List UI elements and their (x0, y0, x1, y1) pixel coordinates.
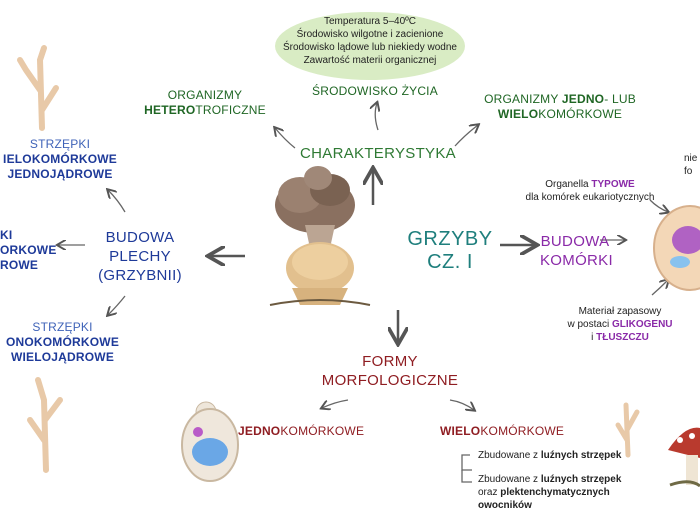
top-line3: JEDNOJĄDROWE (7, 167, 113, 181)
cell-title-line2: KOMÓRKI (540, 252, 613, 269)
forms-title: FORMY MORFOLOGICZNE (320, 352, 460, 390)
mixed-bold1: luźnych strzępek (540, 474, 622, 485)
uni-line2-rest: KOMÓRKOWE (538, 107, 623, 121)
organelle-b: dla komórek eukariotycznych (525, 192, 655, 203)
uni-form-rest: KOMÓRKOWE (280, 424, 365, 438)
bubble-line-2: Środowisko wilgotne i zacienione (296, 29, 444, 40)
storage-line3: i TŁUSZCZU (565, 331, 675, 344)
cut-top1: nie (684, 153, 698, 164)
multicellular-form: WIELOKOMÓRKOWE (440, 424, 570, 438)
loose-hyphae-text: Zbudowane z luźnych strzępek (478, 449, 648, 462)
environment-bubble-text: Temperatura 5–40ºC Środowisko wilgotne i… (280, 15, 460, 67)
puffball-illustration (269, 166, 371, 306)
structure-line2: PLECHY (109, 248, 171, 265)
top-line2: IELOKOMÓRKOWE (3, 152, 117, 166)
hyphae-cut-label: KI ORKOWE ROWE (0, 228, 60, 273)
uni-line1: ORGANIZMY JEDNO- LUB (470, 92, 650, 107)
storage-bold1: GLIKOGENU (611, 319, 673, 330)
storage-bold2: TŁUSZCZU (596, 332, 649, 343)
structure-line3: (GRZYBNII) (98, 267, 182, 284)
toadstool-illustration (668, 427, 700, 488)
hyphae-top-illustration (17, 45, 59, 131)
characteristics-title: CHARAKTERYSTYKA (300, 145, 456, 162)
bottom-line1: STRZĘPKI (32, 320, 93, 334)
storage-line2-a: w postaci (567, 319, 612, 330)
top-line1: STRZĘPKI (29, 137, 91, 151)
uni-line2: WIELOKOMÓRKOWE (470, 107, 650, 122)
mixed-line1: Zbudowane z luźnych strzępek (478, 473, 663, 486)
main-arrows (210, 170, 535, 342)
loose-bold: luźnych strzępek (540, 450, 622, 461)
storage-line1: Materiał zapasowy (578, 306, 662, 317)
cut-cell-label: nie fo (684, 152, 700, 178)
cut-top2: fo (684, 166, 693, 177)
uni-line1-bold: JEDNO (561, 92, 605, 106)
organelles-line1: Organella TYPOWE (515, 178, 665, 191)
uni-line1-a: ORGANIZMY (484, 92, 562, 106)
main-title-line1: GRZYBY (407, 228, 493, 250)
cell-illustration (653, 205, 700, 291)
mixed-a: Zbudowane z (478, 474, 541, 485)
main-title: GRZYBY CZ. I (400, 228, 500, 274)
heterotrophic-label: ORGANIZMY HETEROTROFICZNE (140, 88, 270, 118)
bubble-line-3: Środowisko lądowe lub niekiedy wodne (283, 42, 457, 53)
mixed-b: oraz (478, 487, 501, 498)
mid-line1: KI (0, 228, 13, 242)
cell-title: BUDOWA KOMÓRKI (540, 232, 613, 270)
environment-bubble (275, 12, 465, 80)
bubble-line-1: Temperatura 5–40ºC (323, 16, 417, 27)
storage-line2: w postaci GLIKOGENU (565, 318, 675, 331)
multi-form-bold: WIELO (440, 424, 481, 438)
hyphae-single-multi: STRZĘPKI ONOKOMÓRKOWE WIELOJĄDROWE (0, 320, 125, 365)
unicellular-form: JEDNOKOMÓRKOWE (238, 424, 368, 438)
forms-line2: MORFOLOGICZNE (321, 372, 459, 389)
hyphae-multi-single: STRZĘPKI IELOKOMÓRKOWE JEDNOJĄDROWE (0, 137, 120, 182)
environment-label: ŚRODOWISKO ŻYCIA (312, 84, 438, 98)
bottom-line3: WIELOJĄDROWE (10, 350, 115, 364)
hetero-line1: ORGANIZMY (167, 88, 243, 102)
mixed-bold2: plektenchymatycznych owocników (478, 487, 610, 511)
storage-line3-a: i (591, 332, 597, 343)
multi-form-rest: KOMÓRKOWE (480, 424, 565, 438)
cell-title-line1: BUDOWA (540, 233, 610, 250)
uni-form-bold: JEDNO (238, 424, 281, 438)
hetero-line2: HETEROTROFICZNE (140, 103, 270, 118)
hyphae-right-illustration (615, 402, 640, 458)
storage-label: Materiał zapasowy w postaci GLIKOGENU i … (565, 305, 675, 344)
yeast-cell-illustration (181, 401, 239, 482)
uni-line1-b: - LUB (604, 92, 636, 106)
bottom-line2: ONOKOMÓRKOWE (5, 335, 120, 349)
organelle-bold: TYPOWE (591, 179, 635, 190)
plectenchyma-text: Zbudowane z luźnych strzępek oraz plekte… (478, 473, 663, 512)
mid-line3: ROWE (0, 258, 39, 272)
hetero-rest: TROFICZNE (195, 103, 266, 117)
hyphae-bottom-illustration (27, 377, 63, 473)
cellularity-label: ORGANIZMY JEDNO- LUB WIELOKOMÓRKOWE (470, 92, 650, 122)
uni-line2-bold: WIELO (497, 107, 539, 121)
organelles-label: Organella TYPOWE dla komórek eukariotycz… (515, 178, 665, 204)
organelle-a: Organella (545, 179, 592, 190)
mixed-line2: oraz plektenchymatycznych owocników (478, 486, 663, 512)
loose-a: Zbudowane z (478, 450, 541, 461)
hetero-bold: HETERO (144, 103, 196, 117)
bubble-line-4: Zawartość materii organicznej (303, 55, 437, 66)
structure-line1: BUDOWA (105, 229, 175, 246)
forms-line1: FORMY (362, 353, 418, 370)
structure-title: BUDOWA PLECHY (GRZYBNII) (90, 228, 190, 285)
main-title-line2: CZ. I (427, 251, 473, 273)
mid-line2: ORKOWE (0, 243, 57, 257)
